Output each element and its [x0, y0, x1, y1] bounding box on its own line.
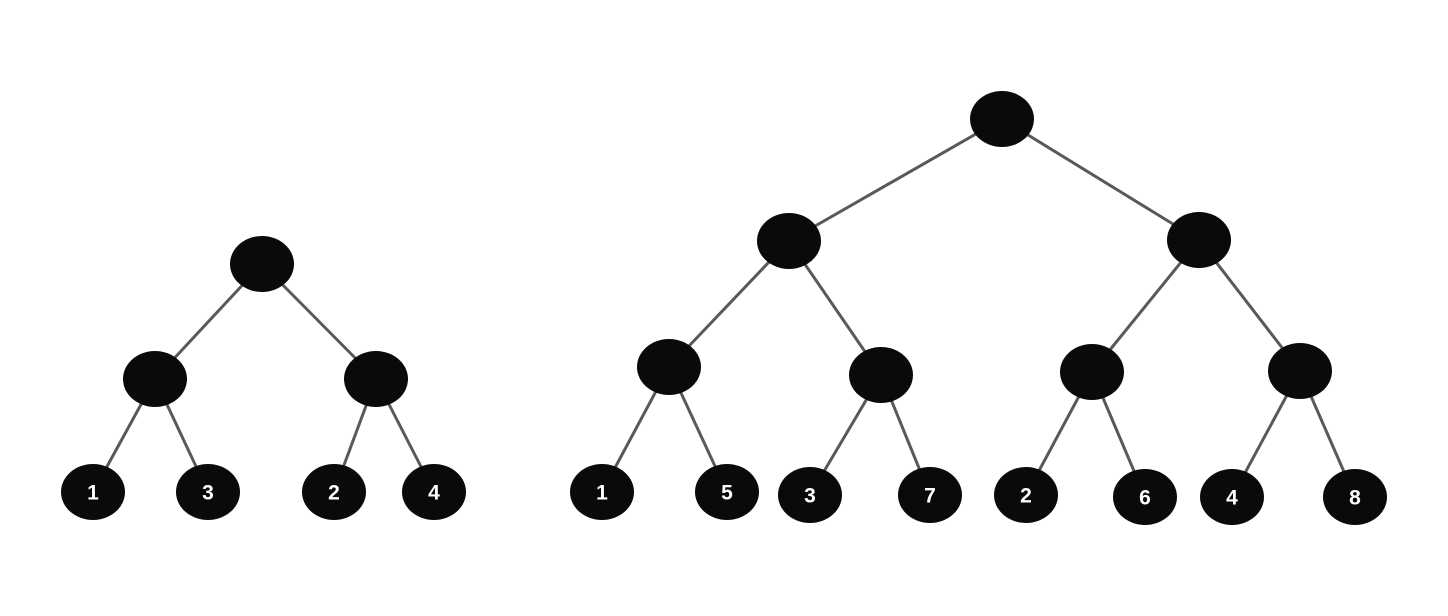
- node-circle: [994, 467, 1058, 523]
- tree-internal-node[interactable]: [1167, 212, 1231, 268]
- node-label: 5: [721, 482, 733, 505]
- node-label: 1: [596, 482, 608, 505]
- node-circle: [402, 464, 466, 520]
- node-circle: [123, 351, 187, 407]
- node-circle: [1113, 469, 1177, 525]
- tree-leaf-node[interactable]: 3: [176, 464, 240, 520]
- tree-leaf-node[interactable]: 2: [994, 467, 1058, 523]
- tree-internal-node[interactable]: [230, 236, 294, 292]
- node-circle: [849, 347, 913, 403]
- tree-leaf-node[interactable]: 1: [61, 464, 125, 520]
- node-circle: [176, 464, 240, 520]
- node-label: 7: [924, 485, 936, 508]
- node-label: 1: [87, 482, 99, 505]
- tree-internal-node[interactable]: [849, 347, 913, 403]
- node-circle: [970, 91, 1034, 147]
- tree-leaf-node[interactable]: 2: [302, 464, 366, 520]
- tree-internal-node[interactable]: [344, 351, 408, 407]
- tree-edge: [788, 117, 1003, 243]
- node-label: 2: [1020, 485, 1032, 508]
- node-circle: [1268, 343, 1332, 399]
- tree-internal-node[interactable]: [123, 351, 187, 407]
- node-circle: [570, 464, 634, 520]
- node-circle: [695, 464, 759, 520]
- node-label: 3: [804, 485, 816, 508]
- tree-leaf-node[interactable]: 6: [1113, 469, 1177, 525]
- node-circle: [1323, 469, 1387, 525]
- node-circle: [302, 464, 366, 520]
- node-label: 4: [1226, 487, 1238, 510]
- node-label: 2: [328, 482, 340, 505]
- tree-leaf-node[interactable]: 4: [402, 464, 466, 520]
- node-circle: [230, 236, 294, 292]
- node-circle: [757, 213, 821, 269]
- edges-group: [91, 117, 1357, 498]
- node-circle: [1200, 469, 1264, 525]
- node-circle: [1060, 344, 1124, 400]
- node-circle: [898, 467, 962, 523]
- node-circle: [637, 339, 701, 395]
- node-circle: [61, 464, 125, 520]
- tree-edge: [1001, 117, 1200, 242]
- node-label: 3: [202, 482, 214, 505]
- node-circle: [778, 467, 842, 523]
- tree-internal-node[interactable]: [970, 91, 1034, 147]
- tree-leaf-node[interactable]: 5: [695, 464, 759, 520]
- tree-internal-node[interactable]: [637, 339, 701, 395]
- tree-leaf-node[interactable]: 3: [778, 467, 842, 523]
- tree-leaf-node[interactable]: 4: [1200, 469, 1264, 525]
- node-circle: [344, 351, 408, 407]
- node-label: 8: [1349, 487, 1361, 510]
- node-label: 6: [1139, 487, 1151, 510]
- tree-leaf-node[interactable]: 1: [570, 464, 634, 520]
- tree-internal-node[interactable]: [757, 213, 821, 269]
- node-circle: [1167, 212, 1231, 268]
- nodes-group: 1 3 2 4 1 5 3 7 2 6 4 8: [61, 91, 1387, 525]
- tree-leaf-node[interactable]: 8: [1323, 469, 1387, 525]
- tree-internal-node[interactable]: [1060, 344, 1124, 400]
- tree-leaf-node[interactable]: 7: [898, 467, 962, 523]
- tree-internal-node[interactable]: [1268, 343, 1332, 399]
- node-label: 4: [428, 482, 440, 505]
